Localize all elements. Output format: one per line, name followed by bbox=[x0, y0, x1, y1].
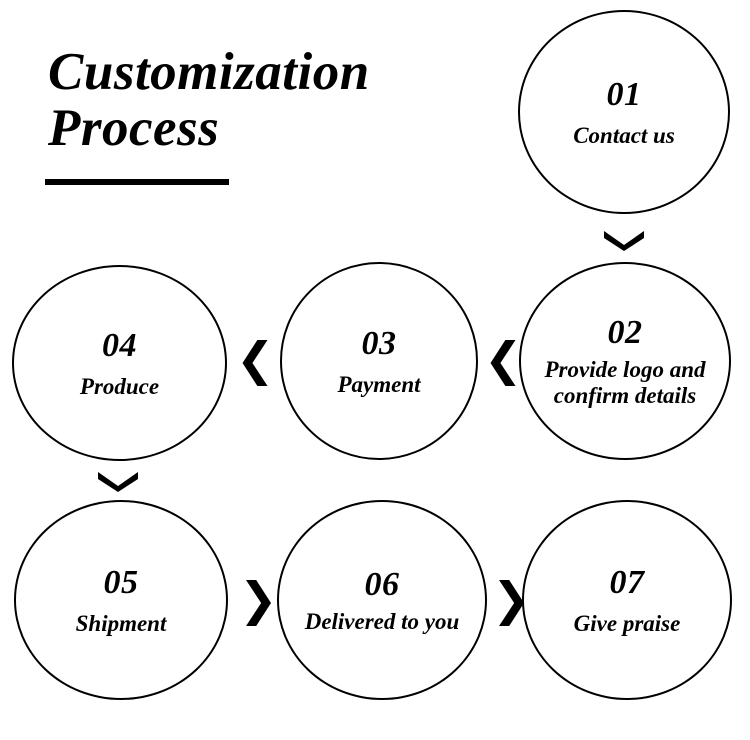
step-number-06: 06 bbox=[364, 565, 400, 603]
step-circle-01[interactable]: 01 Contact us bbox=[518, 10, 730, 214]
page-title: Customization Process bbox=[48, 44, 478, 156]
step-number-03: 03 bbox=[361, 324, 397, 362]
step-label-01: Contact us bbox=[573, 122, 675, 148]
step-circle-06[interactable]: 06 Delivered to you bbox=[277, 500, 487, 700]
step-number-04: 04 bbox=[102, 326, 137, 364]
step-label-02: Provide logo and confirm details bbox=[544, 356, 706, 408]
step-circle-03[interactable]: 03 Payment bbox=[280, 262, 478, 460]
step-circle-05[interactable]: 05 Shipment bbox=[14, 500, 228, 700]
chevron-left-icon-03-04: ❮ bbox=[236, 332, 275, 386]
chevron-right-icon-05-06: ❯ bbox=[239, 572, 278, 626]
step-label-03: Payment bbox=[337, 371, 421, 397]
chevron-down-icon-04-05 bbox=[98, 472, 138, 492]
title-line-1: Customization bbox=[48, 43, 370, 101]
step-label-05: Shipment bbox=[75, 610, 167, 636]
step-circle-07[interactable]: 07 Give praise bbox=[522, 500, 732, 700]
title-underline-rule bbox=[45, 179, 229, 185]
step-number-01: 01 bbox=[606, 75, 642, 113]
step-label-06: Delivered to you bbox=[304, 608, 460, 634]
step-number-05: 05 bbox=[103, 563, 139, 601]
step-circle-02[interactable]: 02 Provide logo and confirm details bbox=[519, 262, 731, 460]
title-line-2: Process bbox=[48, 99, 220, 157]
step-number-02: 02 bbox=[607, 313, 643, 351]
chevron-left-icon-02-03: ❮ bbox=[484, 332, 523, 386]
step-number-07: 07 bbox=[609, 563, 645, 601]
chevron-down-icon-01-02 bbox=[604, 231, 644, 251]
step-label-07: Give praise bbox=[573, 610, 681, 636]
step-label-04: Produce bbox=[79, 373, 160, 399]
step-circle-04[interactable]: 04 Produce bbox=[12, 265, 227, 461]
